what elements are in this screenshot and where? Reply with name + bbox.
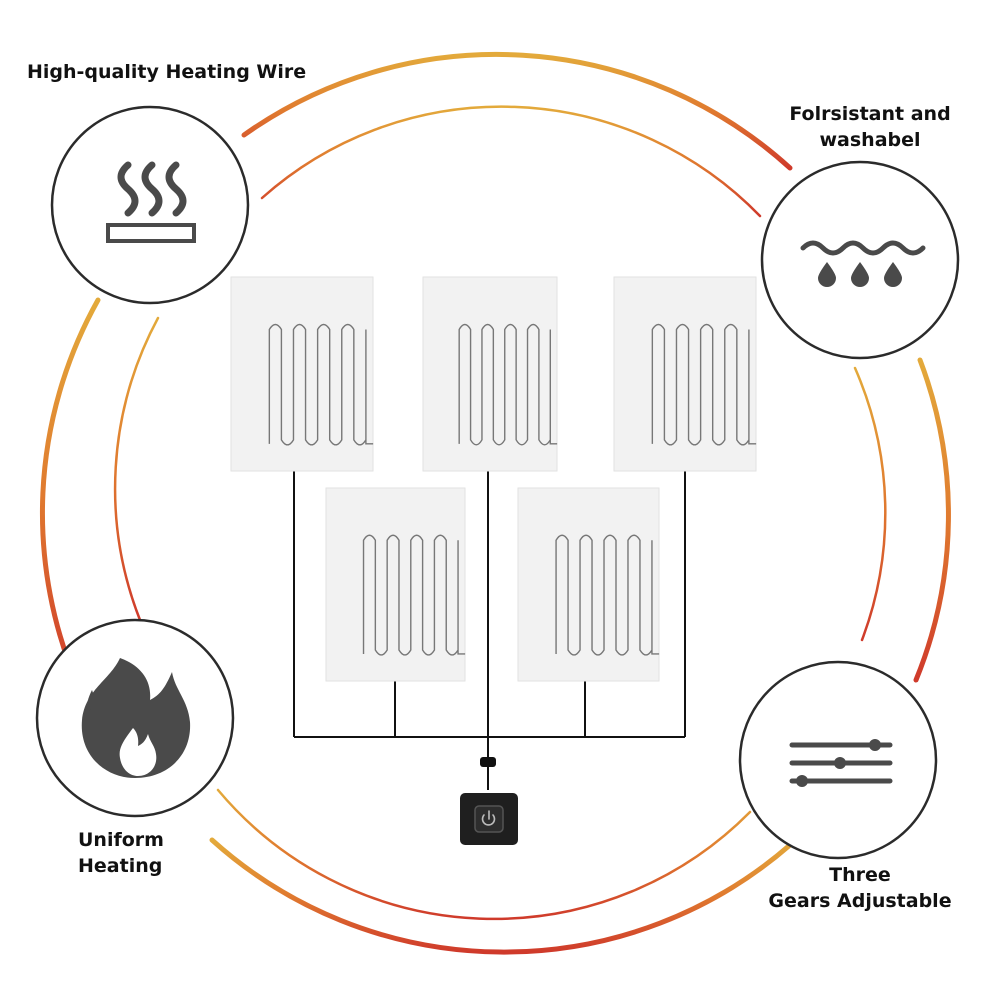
- outer-ring: [39, 52, 951, 955]
- heating-pad: [325, 487, 466, 682]
- water-drops-icon: [800, 240, 926, 287]
- uniform-heating-label: Uniform Heating: [78, 829, 164, 877]
- heating-wire-label: High-quality Heating Wire: [27, 61, 307, 83]
- inner-ring: [113, 105, 887, 921]
- heat-wire-circle: [50, 105, 250, 305]
- power-icon: [481, 810, 496, 826]
- washable-circle: [760, 160, 960, 360]
- heat-wire-icon: [106, 161, 196, 243]
- heating-wire-trace: [268, 323, 374, 446]
- heating-wire-trace: [362, 534, 466, 656]
- flame-icon: [81, 658, 191, 778]
- uniform-heating-circle: [35, 618, 235, 818]
- heating-pad: [230, 276, 374, 472]
- washable-label: Folrsistant and washabel: [789, 103, 951, 151]
- heating-pad: [422, 276, 558, 472]
- sliders-icon: [789, 739, 893, 787]
- wiring: [293, 470, 686, 790]
- heating-pads: [230, 276, 757, 682]
- power-switch: [460, 793, 518, 845]
- wire-connector: [480, 757, 496, 767]
- heating-pad: [613, 276, 757, 472]
- gears-label: Three Gears Adjustable: [768, 864, 952, 912]
- heating-wire-trace: [651, 323, 757, 446]
- heating-wire-trace: [458, 323, 558, 446]
- gears-circle: [738, 660, 938, 860]
- heating-wire-trace: [555, 534, 660, 656]
- heating-pad: [517, 487, 660, 682]
